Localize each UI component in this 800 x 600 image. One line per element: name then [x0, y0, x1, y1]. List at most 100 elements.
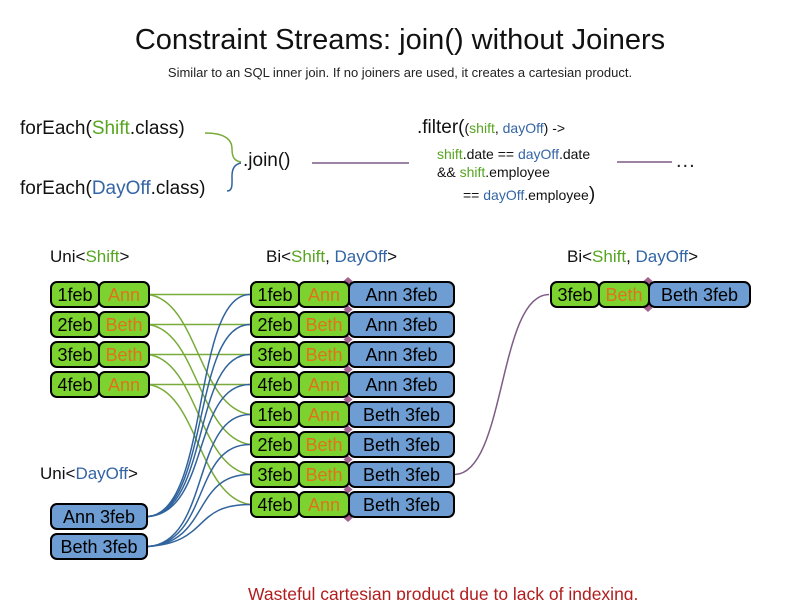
shift-date-cell: 4feb — [50, 371, 100, 398]
uni-dayoff-row: Beth 3feb — [50, 533, 148, 560]
label-text: > — [387, 247, 398, 266]
warning-line1: Wasteful cartesian product due to lack o… — [248, 584, 639, 600]
dayoff-arg-token: dayOff — [483, 187, 525, 203]
code-filter-line1: .filter((shift, dayOff) -> — [417, 117, 565, 139]
dayoff-class-token: DayOff — [91, 178, 151, 199]
code-text: .date == — [462, 146, 518, 162]
dayoff-arg-token: dayOff — [517, 146, 559, 162]
shift-class-token: Shift — [592, 247, 627, 266]
code-filter-line2: shift.date == dayOff.date — [437, 146, 590, 162]
label-text: Bi< — [266, 247, 292, 266]
label-uni-dayoff: Uni<DayOff> — [40, 464, 138, 484]
connector-dayoff-to-bi — [147, 323, 251, 518]
code-text: ( — [464, 120, 470, 136]
dayoff-cell: Beth 3feb — [348, 461, 455, 488]
connector-dayoff-to-bi — [147, 443, 251, 548]
dayoff-cell: Ann 3feb — [348, 341, 455, 368]
shift-employee-cell: Beth — [298, 341, 350, 368]
code-text: forEach( — [20, 178, 92, 199]
shift-employee-cell: Beth — [598, 281, 650, 308]
shift-class-token: Shift — [91, 118, 130, 139]
connector-shift-to-bi — [147, 323, 251, 446]
code-ellipsis: ... — [676, 150, 696, 172]
shift-employee-cell: Beth — [98, 341, 150, 368]
code-text: ) -> — [543, 120, 566, 136]
connector-shift-to-bi — [147, 293, 251, 416]
label-text: Bi< — [567, 247, 593, 266]
dayoff-cell: Beth 3feb — [648, 281, 751, 308]
label-text: , — [626, 247, 636, 266]
label-text: > — [128, 464, 138, 483]
shift-date-cell: 1feb — [250, 401, 300, 428]
dayoff-cell: Beth 3feb — [50, 533, 148, 560]
dayoff-cell: Beth 3feb — [348, 401, 455, 428]
code-foreach-shift: forEach(Shift.class) — [20, 118, 185, 140]
shift-date-cell: 2feb — [250, 431, 300, 458]
shift-date-cell: 3feb — [250, 461, 300, 488]
shift-employee-cell: Ann — [98, 281, 150, 308]
dayoff-cell: Ann 3feb — [50, 503, 148, 530]
connector-bi-to-result — [454, 293, 550, 476]
code-join: .join() — [243, 150, 291, 171]
shift-class-token: Shift — [85, 247, 120, 266]
shift-date-cell: 4feb — [250, 371, 300, 398]
label-text: > — [688, 247, 699, 266]
page-title: Constraint Streams: join() without Joine… — [134, 24, 666, 56]
code-filter-line4: == dayOff.employee) — [463, 184, 595, 206]
connector-dayoff-to-bi — [147, 293, 251, 518]
warning-text: Wasteful cartesian product due to lack o… — [248, 532, 638, 600]
shift-employee-cell: Ann — [98, 371, 150, 398]
label-text: > — [119, 247, 130, 266]
connector-dayoff-to-bi — [147, 503, 251, 548]
shift-employee-cell: Ann — [298, 401, 350, 428]
shift-employee-cell: Beth — [298, 311, 350, 338]
code-text: .class) — [129, 118, 185, 139]
shift-date-cell: 2feb — [250, 311, 300, 338]
code-text: .filter( — [417, 117, 465, 138]
dayoff-arg-token: dayOff — [502, 120, 544, 136]
label-text: , — [325, 247, 335, 266]
shift-employee-cell: Beth — [298, 431, 350, 458]
shift-date-cell: 1feb — [50, 281, 100, 308]
shift-employee-cell: Beth — [98, 311, 150, 338]
shift-employee-cell: Beth — [298, 461, 350, 488]
connector-shift-to-bi — [147, 383, 251, 506]
shift-date-cell: 1feb — [250, 281, 300, 308]
connector-dayoff-to-bi — [147, 353, 251, 518]
shift-date-cell: 3feb — [250, 341, 300, 368]
code-text: forEach( — [20, 118, 92, 139]
code-foreach-dayoff: forEach(DayOff.class) — [20, 178, 206, 200]
label-text: Uni< — [50, 247, 86, 266]
dayoff-cell: Ann 3feb — [348, 371, 455, 398]
code-text: .date — [558, 146, 591, 162]
code-text: .class) — [150, 178, 206, 199]
dayoff-cell: Ann 3feb — [348, 311, 455, 338]
code-text: , — [494, 120, 503, 136]
code-filter-line3: && shift.employee — [437, 164, 550, 180]
label-bi-mid: Bi<Shift, DayOff> — [266, 247, 397, 267]
shift-employee-cell: Ann — [298, 371, 350, 398]
shift-date-cell: 4feb — [250, 491, 300, 518]
connector-dayoff-to-bi — [147, 383, 251, 518]
dayoff-class-token: DayOff — [635, 247, 689, 266]
shift-arg-token: shift — [437, 146, 463, 162]
connector-dayoff-to-bi — [147, 473, 251, 548]
code-text: && — [437, 164, 460, 180]
brace-shift-line — [204, 132, 242, 163]
label-uni-shift: Uni<Shift> — [50, 247, 129, 267]
code-text: ) — [588, 184, 596, 205]
shift-class-token: Shift — [291, 247, 326, 266]
shift-arg-token: shift — [459, 164, 486, 180]
label-bi-result: Bi<Shift, DayOff> — [567, 247, 698, 267]
